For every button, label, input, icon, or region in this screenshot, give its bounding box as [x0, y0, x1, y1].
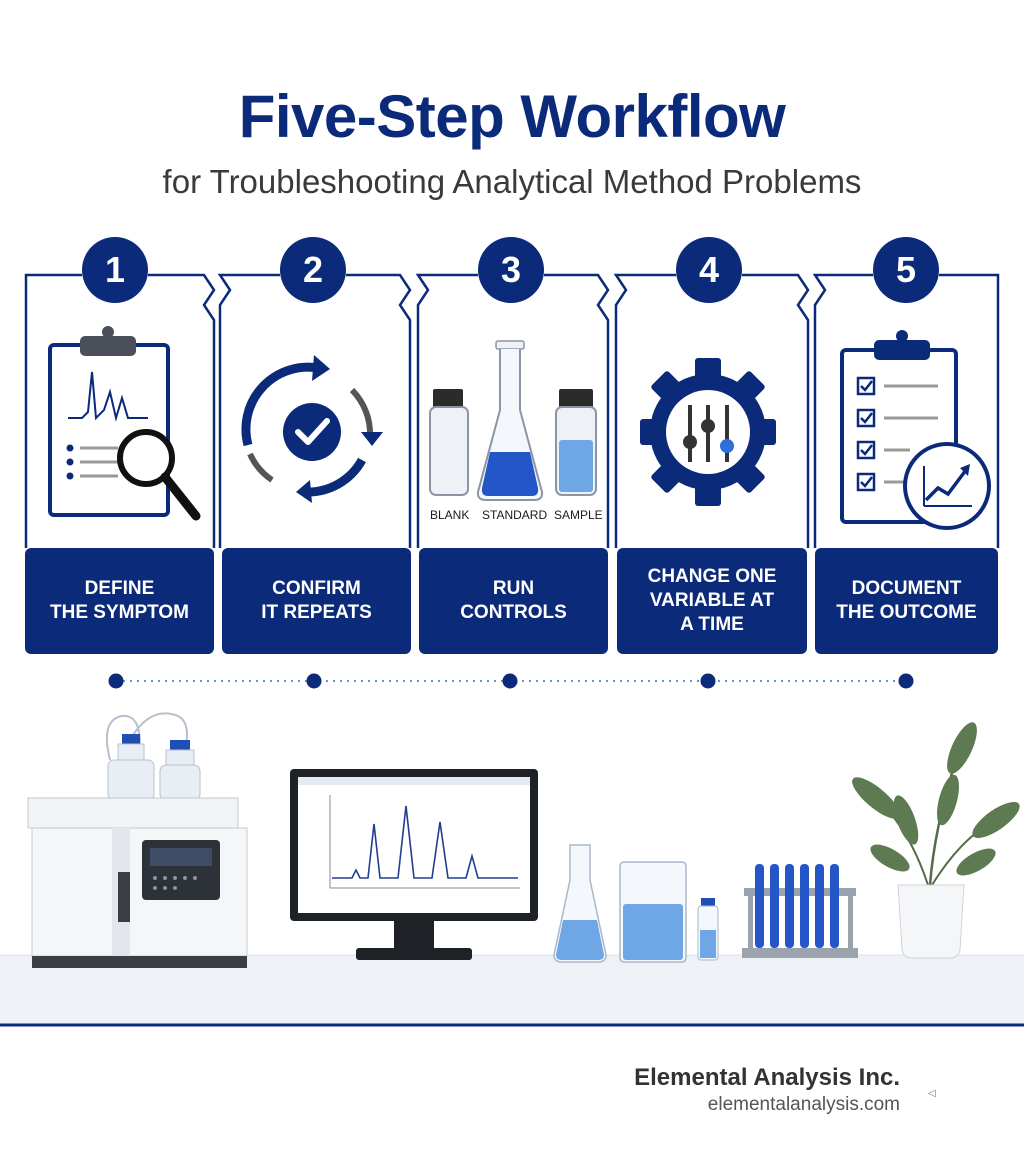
- glassware-illustration: [553, 844, 719, 963]
- step-2-badge: 2: [280, 237, 346, 303]
- flask-vials-icon: [429, 340, 597, 501]
- brand-block: Elemental Analysis Inc. elementalanalysi…: [634, 1064, 900, 1116]
- checklist-chart-icon: [840, 330, 991, 530]
- step-3-label: RUN CONTROLS: [419, 548, 608, 654]
- lab-scene: [0, 712, 1024, 1025]
- step-3-badge: 3: [478, 237, 544, 303]
- step-frames: [24, 273, 1000, 548]
- blank-label: BLANK: [430, 508, 470, 522]
- brand-name: Elemental Analysis Inc.: [634, 1064, 900, 1091]
- step-4-badge: 4: [676, 237, 742, 303]
- monitor-illustration: [290, 769, 538, 960]
- pointer-icon: ◁: [928, 1088, 936, 1099]
- step-1-label: DEFINE THE SYMPTOM: [25, 548, 214, 654]
- gear-sliders-icon: [640, 358, 776, 506]
- standard-label: STANDARD: [482, 508, 548, 522]
- timeline: [108, 673, 914, 689]
- instrument-illustration: [27, 712, 248, 968]
- step-4-label: CHANGE ONE VARIABLE AT A TIME: [617, 548, 807, 654]
- step-5-badge: 5: [873, 237, 939, 303]
- step-5-label: DOCUMENT THE OUTCOME: [815, 548, 998, 654]
- step-1-badge: 1: [82, 237, 148, 303]
- plant-illustration: [852, 722, 1020, 959]
- step-2-label: CONFIRM IT REPEATS: [222, 548, 411, 654]
- brand-url[interactable]: elementalanalysis.com: [707, 1094, 900, 1115]
- page-subtitle: for Troubleshooting Analytical Method Pr…: [162, 163, 862, 200]
- clipboard-magnifier-icon: [48, 326, 201, 521]
- sample-label: SAMPLE: [554, 508, 603, 522]
- page-title: Five-Step Workflow: [238, 83, 786, 150]
- repeat-check-icon: [241, 355, 383, 503]
- test-tube-rack-illustration: [742, 864, 858, 958]
